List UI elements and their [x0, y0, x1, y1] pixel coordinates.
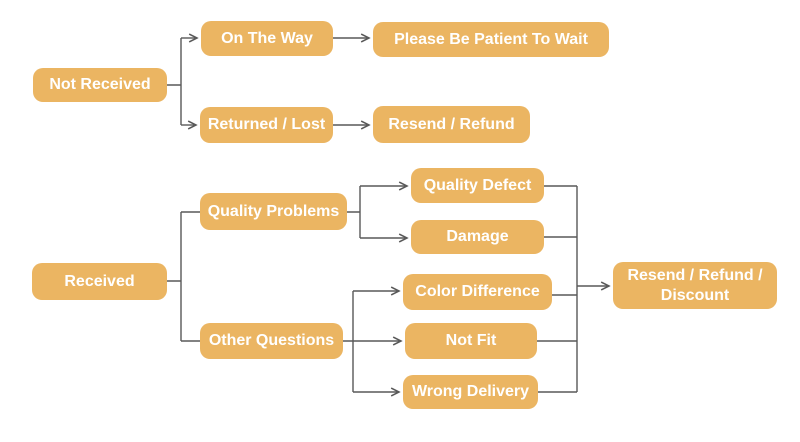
edge-quality-problems-rail	[347, 186, 361, 238]
edge-received-rail	[167, 212, 182, 341]
node-not-received: Not Received	[33, 68, 167, 102]
node-damage: Damage	[411, 220, 544, 254]
node-resend-refund: Resend / Refund	[373, 106, 530, 143]
node-received: Received	[32, 263, 167, 300]
node-on-the-way: On The Way	[201, 21, 333, 56]
node-other-questions: Other Questions	[200, 323, 343, 359]
node-not-fit: Not Fit	[405, 323, 537, 359]
node-quality-defect: Quality Defect	[411, 168, 544, 203]
node-resend-refund-discount: Resend / Refund / Discount	[613, 262, 777, 309]
node-quality-problems: Quality Problems	[200, 193, 347, 230]
node-returned-lost: Returned / Lost	[200, 107, 333, 143]
edge-other-questions-rail	[343, 291, 354, 392]
node-wrong-delivery: Wrong Delivery	[403, 375, 538, 409]
edge-not-received-rail	[167, 38, 182, 125]
node-please-be-patient: Please Be Patient To Wait	[373, 22, 609, 57]
node-color-difference: Color Difference	[403, 274, 552, 310]
